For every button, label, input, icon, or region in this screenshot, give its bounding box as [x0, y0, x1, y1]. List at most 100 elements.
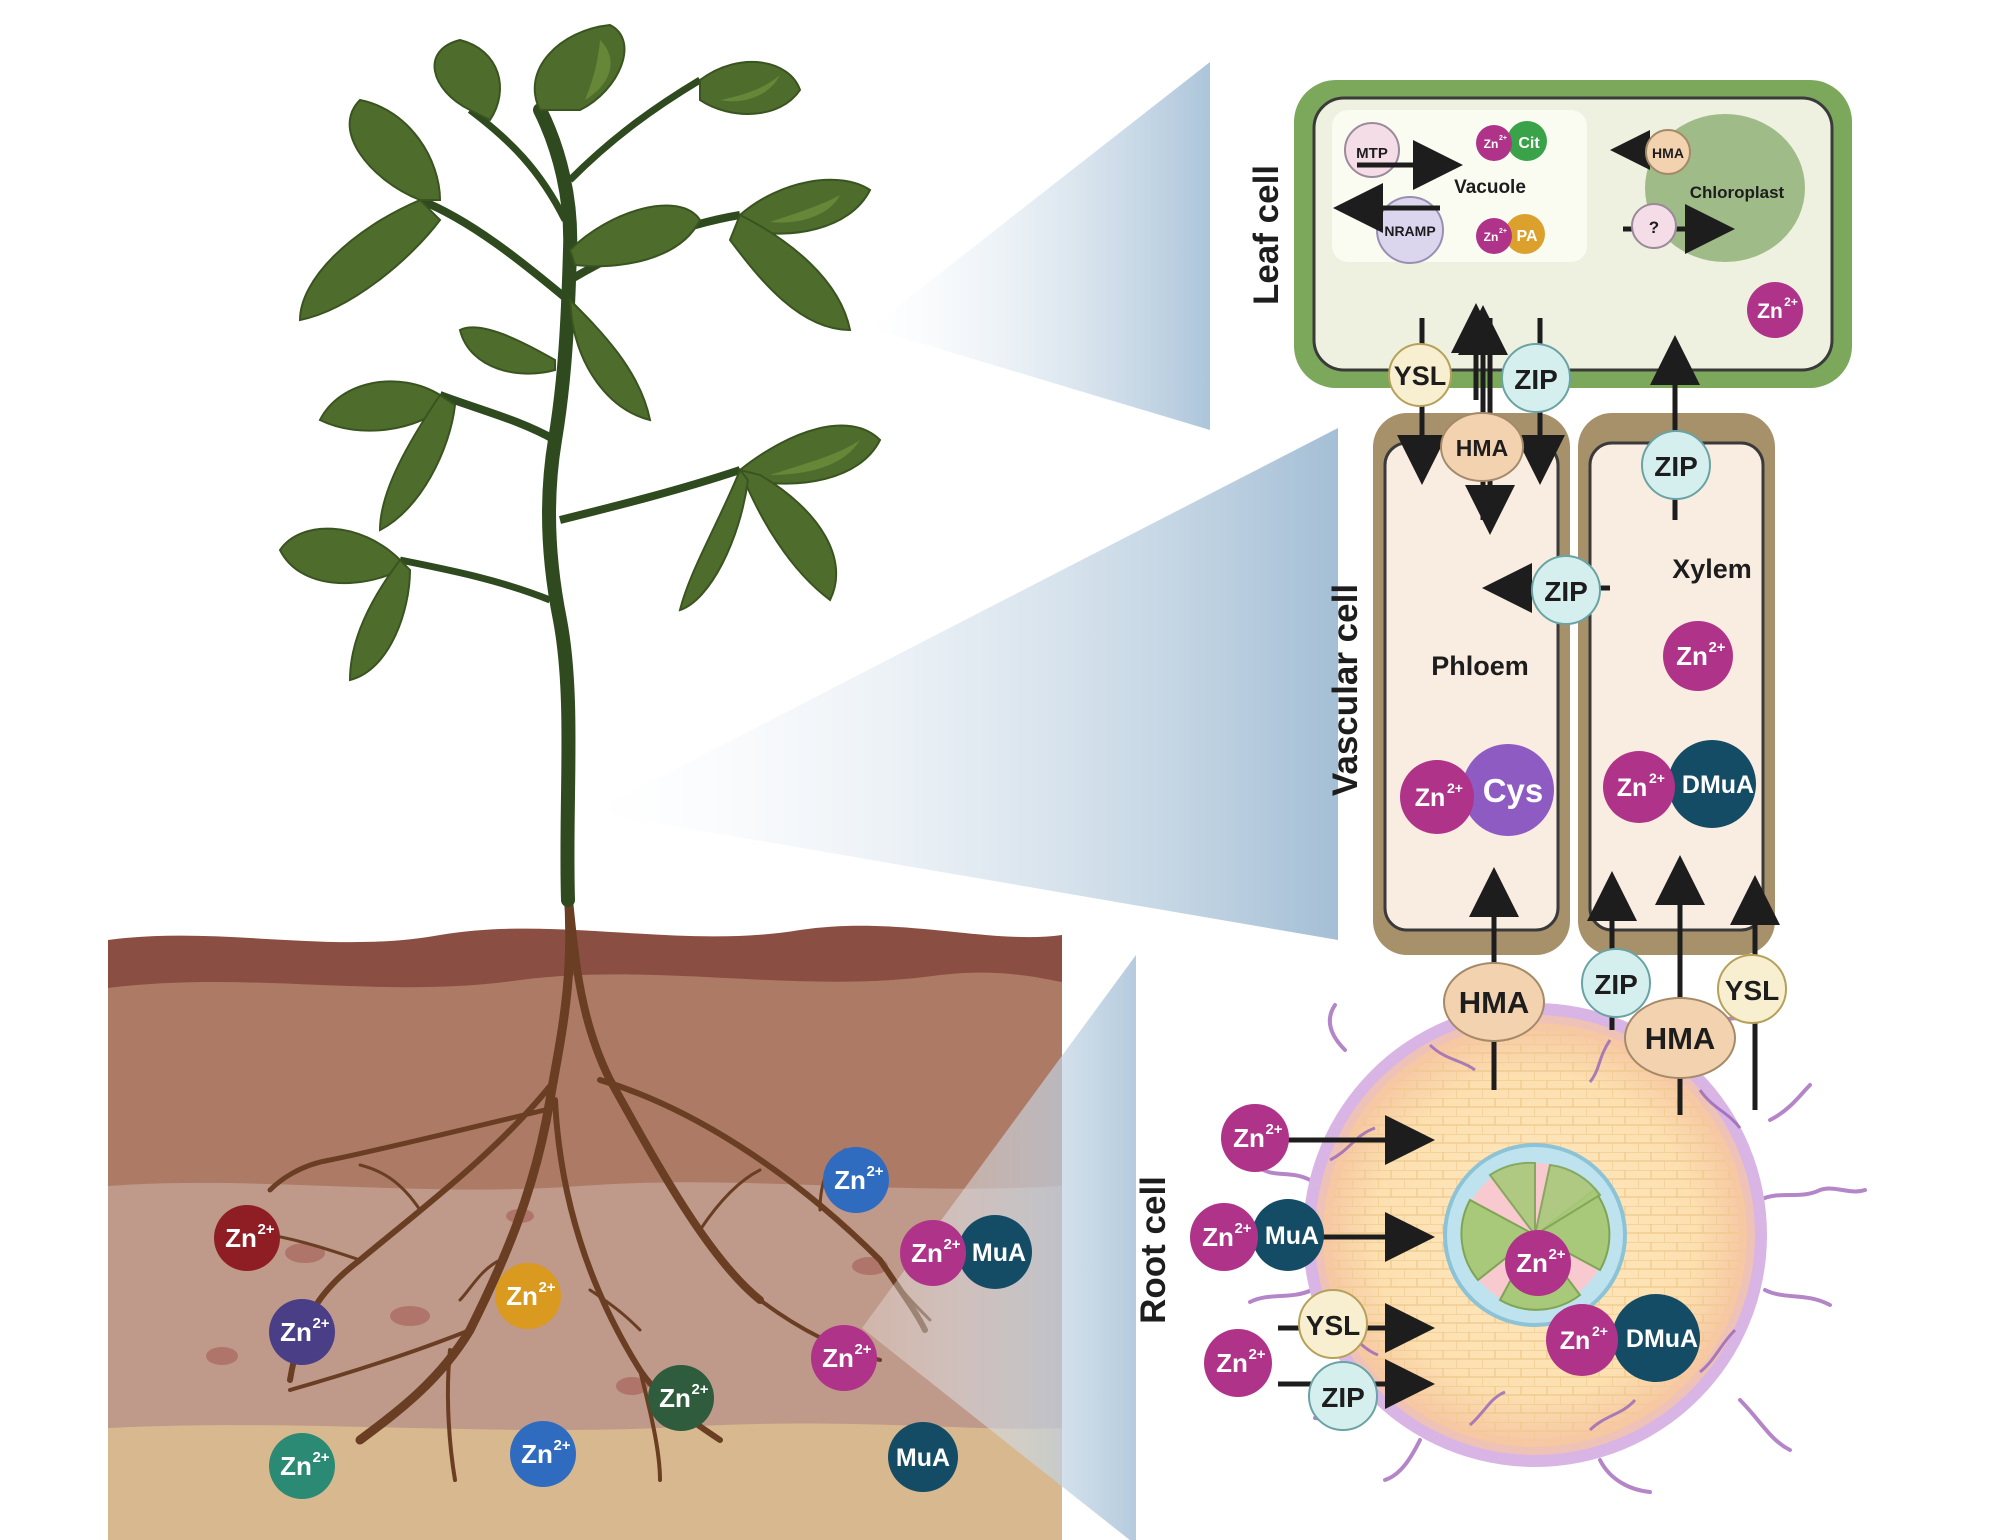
- uptake-zn-mua-complex: MuA Zn 2+: [1190, 1199, 1324, 1271]
- svg-text:Cit: Cit: [1518, 135, 1540, 152]
- svg-text:2+: 2+: [866, 1163, 883, 1180]
- soil-zn-ion-gold: Zn 2+: [495, 1263, 561, 1329]
- svg-text:Zn: Zn: [1233, 1123, 1265, 1153]
- svg-text:2+: 2+: [538, 1279, 555, 1296]
- svg-text:MuA: MuA: [1265, 1222, 1319, 1250]
- svg-text:2+: 2+: [312, 1315, 329, 1332]
- xylem-zn-dmua-complex: DMuA Zn 2+: [1603, 740, 1756, 828]
- svg-text:Zn: Zn: [1484, 230, 1499, 244]
- svg-text:Zn: Zn: [1415, 784, 1446, 812]
- svg-text:HMA: HMA: [1459, 985, 1530, 1020]
- root-cell-label: Root cell: [1134, 1176, 1173, 1324]
- svg-text:HMA: HMA: [1652, 145, 1684, 161]
- svg-text:Zn: Zn: [1757, 300, 1783, 323]
- vascular-cell-label: Vascular cell: [1326, 584, 1365, 796]
- leaf-zn-ion: Zn 2+: [1747, 282, 1803, 338]
- svg-text:Zn: Zn: [1484, 137, 1499, 151]
- svg-text:2+: 2+: [691, 1381, 708, 1398]
- svg-text:Zn: Zn: [1617, 774, 1648, 802]
- svg-text:2+: 2+: [854, 1341, 871, 1358]
- hma-transporter-root-phloem: HMA: [1443, 962, 1545, 1042]
- zip-transporter-uptake: ZIP: [1308, 1361, 1378, 1431]
- unknown-transporter: ?: [1631, 203, 1677, 249]
- leaf-cell-label: Leaf cell: [1247, 165, 1286, 305]
- chloroplast-contents: Chloroplast HMA ?: [1610, 129, 1785, 254]
- vacuole-contents: Vacuole MTP NRAMP Cit Zn 2+ PA: [1333, 121, 1547, 264]
- svg-text:Xylem: Xylem: [1672, 554, 1752, 584]
- zn-pa-complex: PA Zn 2+: [1476, 214, 1545, 254]
- svg-text:Zn: Zn: [911, 1238, 943, 1268]
- root-zn-dmua-complex: DMuA Zn 2+: [1546, 1294, 1700, 1382]
- svg-text:2+: 2+: [312, 1449, 329, 1466]
- ysl-transporter-uptake: YSL: [1298, 1289, 1368, 1359]
- svg-text:2+: 2+: [1592, 1323, 1608, 1339]
- svg-text:ZIP: ZIP: [1594, 969, 1638, 1000]
- svg-text:Zn: Zn: [1516, 1248, 1548, 1278]
- uptake-zn-ion-2: Zn 2+: [1204, 1329, 1272, 1397]
- mtp-transporter: MTP: [1344, 122, 1400, 178]
- svg-text:2+: 2+: [1784, 295, 1798, 309]
- root-zn-ion: Zn 2+: [1505, 1230, 1571, 1296]
- soil-zn-ion-magenta: Zn 2+: [811, 1325, 877, 1391]
- svg-text:HMA: HMA: [1456, 435, 1508, 461]
- svg-text:Zn: Zn: [280, 1317, 312, 1347]
- svg-text:Cys: Cys: [1483, 772, 1544, 809]
- soil-cross-section: [108, 925, 1062, 1540]
- svg-text:ZIP: ZIP: [1514, 364, 1558, 395]
- svg-text:2+: 2+: [1708, 639, 1725, 656]
- svg-text:Phloem: Phloem: [1431, 651, 1529, 681]
- svg-text:Zn: Zn: [834, 1165, 866, 1195]
- svg-text:MTP: MTP: [1356, 145, 1388, 162]
- svg-text:?: ?: [1649, 218, 1659, 237]
- soil-zn-ion-teal: Zn 2+: [269, 1433, 335, 1499]
- phloem-zn-cys-complex: Cys Zn 2+: [1400, 744, 1554, 836]
- svg-text:2+: 2+: [1499, 228, 1507, 235]
- soil-zn-ion-blue: Zn 2+: [823, 1147, 889, 1213]
- soil-zn-mua-complex: MuA Zn 2+: [900, 1215, 1032, 1289]
- svg-text:2+: 2+: [1499, 135, 1507, 142]
- svg-text:Zn: Zn: [1560, 1327, 1591, 1355]
- svg-text:2+: 2+: [1234, 1220, 1251, 1237]
- magnification-cones: [592, 62, 1338, 1540]
- xylem-zn-ion: Zn 2+: [1663, 621, 1733, 691]
- vascular-cells: Phloem Xylem Cys Zn 2+ Zn 2+ DMuA Zn 2+: [1373, 413, 1775, 955]
- svg-text:Zn: Zn: [225, 1223, 257, 1253]
- svg-text:Zn: Zn: [822, 1343, 854, 1373]
- hma-transporter-phloem: HMA: [1440, 412, 1524, 482]
- chloroplast-hma-transporter: HMA: [1645, 129, 1691, 175]
- svg-text:2+: 2+: [1649, 770, 1665, 786]
- svg-text:YSL: YSL: [1725, 975, 1779, 1006]
- uptake-zn-ion-1: Zn 2+: [1221, 1104, 1289, 1172]
- svg-text:Zn: Zn: [521, 1439, 553, 1469]
- svg-text:Zn: Zn: [659, 1383, 691, 1413]
- svg-text:ZIP: ZIP: [1654, 451, 1698, 482]
- nramp-transporter: NRAMP: [1376, 196, 1444, 264]
- svg-text:DMuA: DMuA: [1682, 771, 1754, 799]
- zip-transporter-xylem-top: ZIP: [1641, 430, 1711, 500]
- soil-zn-ion-red: Zn 2+: [214, 1205, 280, 1271]
- zip-transporter-leaf: ZIP: [1501, 343, 1571, 413]
- zip-transporter-phloem-xylem: ZIP: [1531, 555, 1601, 625]
- svg-text:Zn: Zn: [506, 1281, 538, 1311]
- svg-text:Zn: Zn: [1216, 1348, 1248, 1378]
- svg-text:2+: 2+: [553, 1437, 570, 1454]
- zip-transporter-root-xylem: ZIP: [1581, 948, 1651, 1018]
- svg-text:ZIP: ZIP: [1544, 576, 1588, 607]
- soil-zn-ion-darkgreen: Zn 2+: [648, 1365, 714, 1431]
- svg-text:Zn: Zn: [1202, 1222, 1234, 1252]
- svg-text:2+: 2+: [257, 1221, 274, 1238]
- svg-text:HMA: HMA: [1645, 1021, 1716, 1056]
- svg-text:PA: PA: [1516, 228, 1537, 245]
- svg-text:ZIP: ZIP: [1321, 1382, 1365, 1413]
- svg-text:MuA: MuA: [972, 1239, 1026, 1267]
- svg-text:Zn: Zn: [1676, 641, 1708, 671]
- svg-text:NRAMP: NRAMP: [1384, 223, 1435, 239]
- ysl-transporter-leaf: YSL: [1388, 343, 1452, 407]
- svg-text:Chloroplast: Chloroplast: [1690, 183, 1785, 202]
- svg-text:2+: 2+: [1265, 1121, 1282, 1138]
- soil-zinc-ions: Zn 2+ Zn 2+ Zn 2+ Zn 2+ Zn 2+ Zn 2+: [214, 1147, 1032, 1499]
- svg-text:2+: 2+: [1548, 1246, 1565, 1263]
- soil-zn-ion-blue-2: Zn 2+: [510, 1421, 576, 1487]
- svg-text:2+: 2+: [1447, 780, 1463, 796]
